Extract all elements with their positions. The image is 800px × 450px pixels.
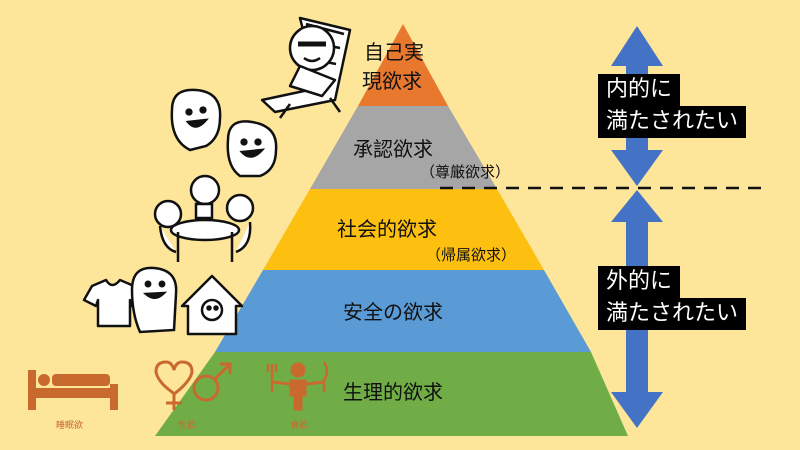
- tier-social-label: 社会的欲求: [337, 217, 437, 241]
- lower-caption-line2: 満たされたい: [598, 298, 747, 330]
- tier-esteem-sublabel: （尊厳欲求）: [420, 163, 511, 181]
- tier-self-actualization: [358, 24, 448, 106]
- tier-esteem: [310, 106, 497, 189]
- tier-self-actualization-line2: 現欲求: [362, 69, 422, 93]
- tier-social: [263, 189, 544, 270]
- tier-social-sublabel: （帰属欲求）: [426, 246, 517, 264]
- group-meeting-illustration: [153, 174, 255, 262]
- house-illustration: [180, 274, 244, 336]
- sex-caption: 性欲: [178, 421, 197, 431]
- tier-self-actualization-line1: 自己実: [364, 40, 424, 64]
- eating-person-icon: [266, 361, 329, 411]
- smiling-person-illustration: [130, 266, 178, 334]
- bed-icon: [28, 370, 118, 410]
- relaxing-person-illustration: [260, 16, 352, 119]
- t-shirt-illustration: [82, 278, 144, 328]
- upper-caption-line1: 内的に: [598, 74, 681, 106]
- tier-physiological-label: 生理的欲求: [343, 380, 443, 404]
- lower-caption-line1: 外的に: [598, 266, 681, 298]
- happy-friends-illustration: [170, 88, 278, 178]
- tier-safety: [215, 270, 591, 352]
- tier-safety-label: 安全の欲求: [343, 300, 443, 324]
- upper-caption-line2: 満たされたい: [598, 106, 747, 138]
- food-caption: 食欲: [290, 421, 309, 431]
- gender-symbols-icon: [154, 360, 232, 410]
- tier-esteem-label: 承認欲求: [353, 137, 433, 161]
- sleep-caption: 睡眠欲: [56, 421, 84, 431]
